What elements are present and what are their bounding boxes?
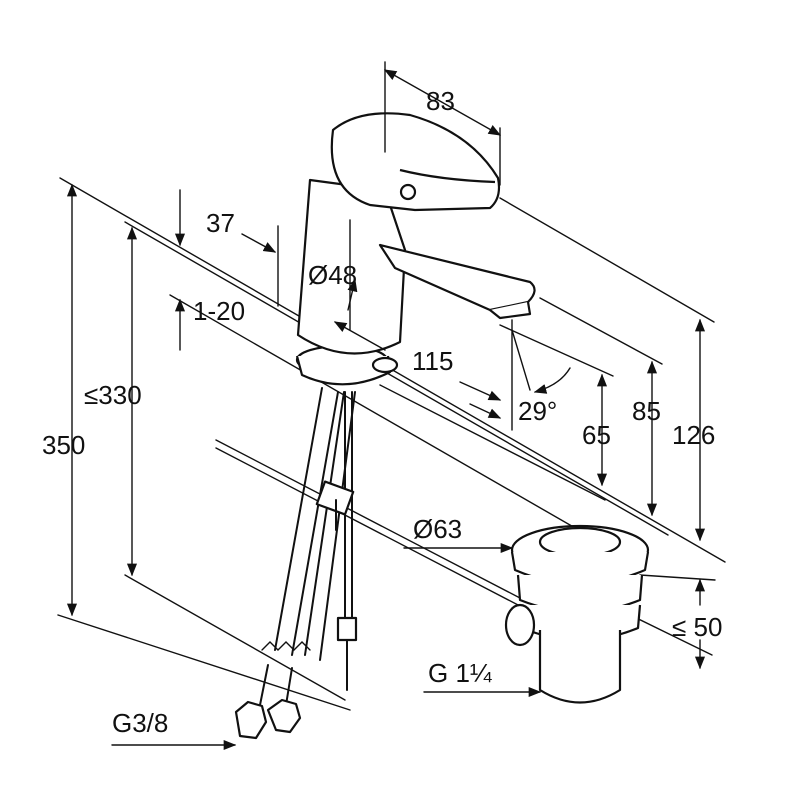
label-height-85: 85 bbox=[632, 396, 661, 426]
supply-hoses bbox=[259, 387, 356, 706]
hose-nut-left bbox=[234, 700, 268, 740]
label-height-126: 126 bbox=[672, 420, 715, 450]
label-width-83: 83 bbox=[426, 86, 455, 116]
label-height-65: 65 bbox=[582, 420, 611, 450]
label-range-1-20: 1-20 bbox=[193, 296, 245, 326]
label-height-350: 350 bbox=[42, 430, 85, 460]
label-angle-29: 29° bbox=[518, 396, 557, 426]
label-thread-g114: G 1¼ bbox=[428, 658, 492, 688]
label-dim-115: 115 bbox=[412, 346, 453, 376]
label-max-330: ≤330 bbox=[84, 380, 142, 410]
label-thread-g38: G3/8 bbox=[112, 708, 168, 738]
pop-up-waste bbox=[504, 524, 650, 704]
label-diameter-63: Ø63 bbox=[413, 514, 462, 544]
dimension-lines bbox=[66, 61, 706, 751]
pop-up-rod bbox=[215, 391, 521, 691]
faucet-body bbox=[295, 112, 536, 386]
label-offset-37: 37 bbox=[206, 208, 235, 238]
label-diameter-48: Ø48 bbox=[308, 260, 357, 290]
hose-nut-right bbox=[266, 698, 302, 734]
label-max-50: ≤ 50 bbox=[672, 612, 722, 642]
